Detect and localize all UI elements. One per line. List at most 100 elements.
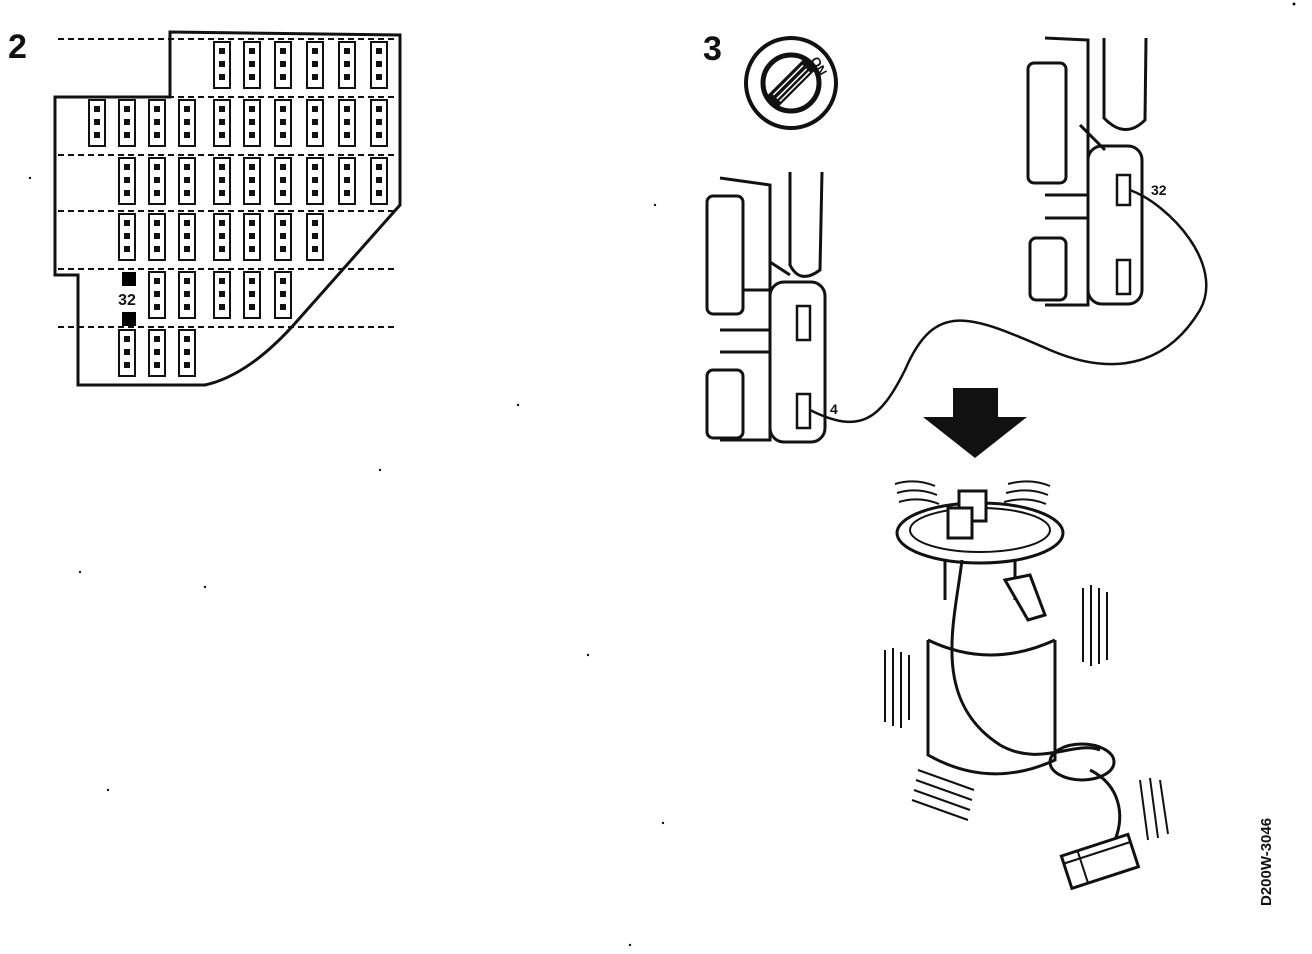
fuse-terminal xyxy=(312,233,318,239)
step-number-2: 2 xyxy=(8,28,27,66)
fuse-terminal xyxy=(280,246,286,252)
fuse-terminal xyxy=(280,164,286,170)
fuse-terminal xyxy=(249,177,255,183)
vibration-lines-icon xyxy=(884,480,1169,841)
fuse-terminal xyxy=(280,233,286,239)
fuse-terminal xyxy=(344,48,350,54)
fuse-terminal xyxy=(249,233,255,239)
fuse-terminal xyxy=(219,220,225,226)
fuse-terminal xyxy=(219,190,225,196)
fuse-terminal xyxy=(312,246,318,252)
connector-left xyxy=(705,171,827,444)
fuse-terminal xyxy=(124,336,130,342)
fuse-grid xyxy=(58,38,398,377)
fuse-terminal xyxy=(219,164,225,170)
fuse-terminal xyxy=(154,362,160,368)
fuse-terminal xyxy=(280,119,286,125)
fuse-terminal xyxy=(94,106,100,112)
fuse-terminal xyxy=(219,106,225,112)
fuse-terminal xyxy=(312,190,318,196)
fuse-terminal xyxy=(184,278,190,284)
fuse-terminal xyxy=(219,304,225,310)
pin-label-4: 4 xyxy=(830,401,838,417)
fuse-terminal xyxy=(249,304,255,310)
fuse-terminal xyxy=(312,164,318,170)
fuse-terminal xyxy=(154,106,160,112)
fuse-terminal xyxy=(154,278,160,284)
fuse-terminal xyxy=(312,132,318,138)
fuse-terminal xyxy=(184,304,190,310)
fuse-terminal xyxy=(124,220,130,226)
fuse-terminal xyxy=(219,132,225,138)
ignition-key-icon: ON xyxy=(744,36,838,130)
fuse-terminal xyxy=(154,164,160,170)
fuse-terminal xyxy=(184,291,190,297)
down-arrow-icon xyxy=(923,388,1027,458)
fuse-terminal xyxy=(376,48,382,54)
fuse-terminal xyxy=(376,164,382,170)
fuse-terminal xyxy=(344,132,350,138)
fuse-terminal xyxy=(154,349,160,355)
fuse-terminal xyxy=(154,246,160,252)
fuse-terminal xyxy=(184,132,190,138)
fuse-terminal xyxy=(184,106,190,112)
jumper-wire xyxy=(809,188,1208,424)
fuse-terminal xyxy=(376,132,382,138)
fuse-terminal xyxy=(124,106,130,112)
fuse-terminal xyxy=(344,119,350,125)
fuse-terminal xyxy=(376,119,382,125)
fuse-terminal xyxy=(249,220,255,226)
fuse-terminal xyxy=(94,119,100,125)
fuse-terminal xyxy=(376,61,382,67)
fuse-terminal xyxy=(280,220,286,226)
fuse-terminal xyxy=(154,119,160,125)
fuse-terminal xyxy=(249,61,255,67)
fuse-terminal xyxy=(124,177,130,183)
fuse-terminal xyxy=(184,177,190,183)
fuse-terminal xyxy=(124,132,130,138)
fuse-terminal xyxy=(249,119,255,125)
fuse-terminal xyxy=(219,177,225,183)
fuse-terminal xyxy=(124,362,130,368)
fuse-terminal xyxy=(219,291,225,297)
fuse-terminal xyxy=(280,278,286,284)
fuse-terminal xyxy=(154,132,160,138)
fuse-terminal xyxy=(124,246,130,252)
fuse-terminal xyxy=(344,61,350,67)
fuse-terminal xyxy=(249,48,255,54)
fuse-terminal xyxy=(124,164,130,170)
fuse-terminal xyxy=(154,336,160,342)
fuse-terminal xyxy=(184,164,190,170)
fuse-terminal xyxy=(312,74,318,80)
scan-specks xyxy=(28,2,1296,947)
fuse-terminal xyxy=(249,190,255,196)
fuse-terminal xyxy=(249,164,255,170)
fuse-terminal xyxy=(312,106,318,112)
fuse-terminal xyxy=(219,48,225,54)
fuse-number-label: 32 xyxy=(118,292,136,309)
fuse-terminal xyxy=(312,220,318,226)
fuse-terminal xyxy=(249,246,255,252)
fuse-terminal xyxy=(344,177,350,183)
fuse-terminal xyxy=(154,304,160,310)
fuse-terminal xyxy=(154,177,160,183)
fuse-terminal xyxy=(219,278,225,284)
fuse-terminal xyxy=(249,106,255,112)
fuse-terminal xyxy=(376,74,382,80)
fuse-terminal xyxy=(280,177,286,183)
fuse-terminal xyxy=(219,246,225,252)
fuse-terminal xyxy=(184,190,190,196)
fuse-terminal xyxy=(154,190,160,196)
fuse-terminal xyxy=(184,119,190,125)
fuel-pump-icon xyxy=(895,489,1141,891)
fuse-terminal xyxy=(184,362,190,368)
fuse-terminal xyxy=(184,246,190,252)
highlighted-fuse-slot: 32 xyxy=(112,272,142,326)
connector-right xyxy=(1026,36,1148,307)
fuse-terminal xyxy=(280,106,286,112)
fuse-terminal xyxy=(184,233,190,239)
fuse-terminal xyxy=(219,233,225,239)
fuse-terminal xyxy=(154,233,160,239)
fuse-terminal xyxy=(249,291,255,297)
